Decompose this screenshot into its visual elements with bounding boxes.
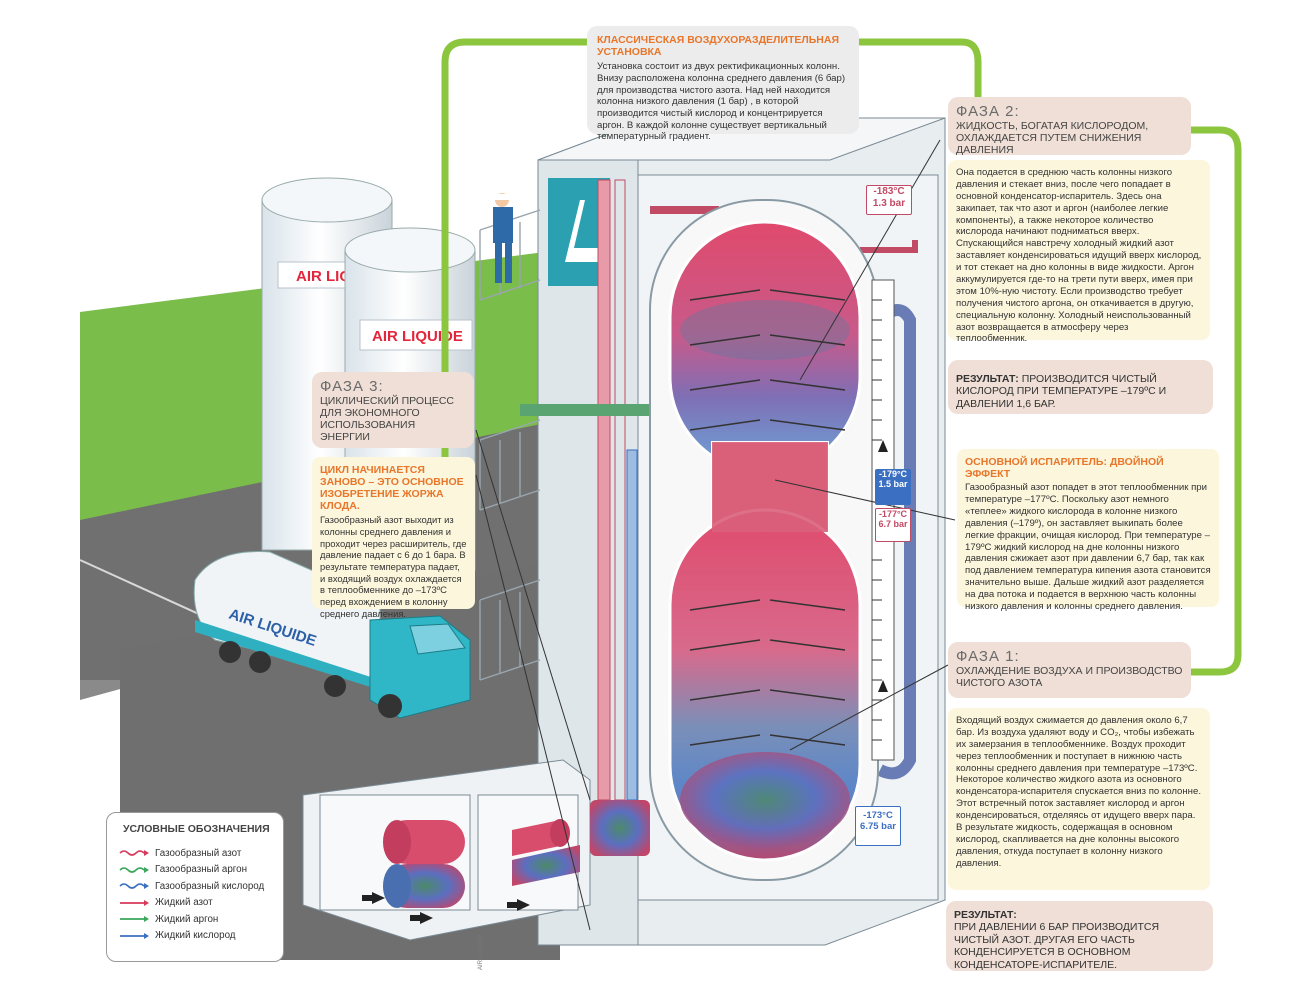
phase1-result-text: ПРИ ДАВЛЕНИИ 6 БАР ПРОИЗВОДИТСЯ ЧИСТЫЙ А… — [954, 921, 1160, 971]
phase3-text: Газообразный азот выходит из колонны сре… — [320, 514, 467, 619]
phase1-subtitle: ОХЛАЖДЕНИЕ ВОЗДУХА И ПРОИЗВОДСТВО ЧИСТОГ… — [956, 665, 1183, 690]
legend-panel: УСЛОВНЫЕ ОБОЗНАЧЕНИЯ Газообразный азот Г… — [106, 812, 284, 962]
phase1-header: ФАЗА 1: ОХЛАЖДЕНИЕ ВОЗДУХА И ПРОИЗВОДСТВ… — [948, 642, 1191, 698]
legend-item: Газообразный аргон — [119, 862, 271, 879]
gauge-top-temp: -183°C — [873, 186, 905, 197]
phase2-result-panel: РЕЗУЛЬТАТ: ПРОИЗВОДИТСЯ ЧИСТЫЙ КИСЛОРОД … — [948, 360, 1213, 414]
tank2-logo-text: AIR LIQUIDE — [372, 328, 463, 345]
phase3-header: ФАЗА 3: ЦИКЛИЧЕСКИЙ ПРОЦЕСС ДЛЯ ЭКОНОМНО… — [312, 372, 474, 448]
wavy-arrow-icon — [119, 866, 149, 873]
heat-exchanger-box — [302, 759, 650, 941]
phase2-result-text: ПРОИЗВОДИТСЯ ЧИСТЫЙ КИСЛОРОД ПРИ ТЕМПЕРА… — [956, 373, 1167, 410]
legend-item-label: Газообразный аргон — [155, 864, 248, 876]
legend-item-label: Жидкий кислород — [155, 930, 236, 942]
legend-item: Газообразный кислород — [119, 878, 271, 895]
phase3-subtitle: ЦИКЛИЧЕСКИЙ ПРОЦЕСС ДЛЯ ЭКОНОМНОГО ИСПОЛ… — [320, 395, 455, 444]
scale-ticks — [872, 299, 882, 741]
phase1-result-label: РЕЗУЛЬТАТ: — [954, 909, 1017, 921]
phase2-subtitle: ЖИДКОСТЬ, БОГАТАЯ КИСЛОРОДОМ, ОХЛАЖДАЕТС… — [956, 120, 1149, 157]
column-trays — [689, 289, 846, 746]
straight-arrow-icon — [120, 916, 149, 923]
wavy-arrow-icon — [119, 850, 149, 857]
gauge-middle-o2-pressure: 1.5 bar — [878, 479, 908, 490]
phase2-header: ФАЗА 2: ЖИДКОСТЬ, БОГАТАЯ КИСЛОРОДОМ, ОХ… — [948, 97, 1191, 157]
gauge-middle-o2-temp: -179°C — [878, 469, 908, 479]
legend-item-label: Жидкий азот — [155, 897, 213, 909]
gauge-bottom-pressure: 6.75 bar — [860, 820, 896, 832]
evaporator-text: Газообразный азот попадет в этот теплооб… — [965, 482, 1211, 613]
phase3-title: ФАЗА 3: — [320, 378, 384, 395]
gauge-middle-n2-pressure: 6.7 bar — [878, 519, 908, 530]
gauge-bottom: -173°C 6.75 bar — [855, 806, 901, 846]
phase2-title: ФАЗА 2: — [956, 103, 1020, 120]
callout-lines — [475, 139, 956, 931]
legend-item: Газообразный азот — [119, 845, 271, 862]
worker-figure — [493, 193, 513, 283]
green-process-loop-right — [1190, 126, 1242, 676]
wavy-arrow-icon — [119, 883, 149, 890]
top-panel-title: КЛАССИЧЕСКАЯ ВОЗДУХОРАЗДЕЛИТЕЛЬНАЯ УСТАН… — [597, 34, 840, 59]
gauge-middle-n2-temp: -177°C — [878, 509, 908, 519]
evaporator-panel: ОСНОВНОЙ ИСПАРИТЕЛЬ: ДВОЙНОЙ ЭФФЕКТ Газо… — [957, 449, 1219, 612]
condenser-inner — [712, 442, 828, 532]
phase1-text-panel: Входящий воздух сжимается до давления ок… — [948, 708, 1210, 890]
company-logo-icon — [565, 200, 600, 262]
phase2-text-panel: Она подается в среднюю часть колонны низ… — [948, 160, 1210, 344]
legend-item: Жидкий азот — [119, 895, 271, 912]
top-info-panel: КЛАССИЧЕСКАЯ ВОЗДУХОРАЗДЕЛИТЕЛЬНАЯ УСТАН… — [587, 26, 859, 142]
legend-item: Жидкий аргон — [119, 911, 271, 928]
gauge-top: -183°C 1.3 bar — [866, 185, 912, 215]
tanker-truck: AIR LIQUIDE — [193, 551, 471, 719]
legend-title: УСЛОВНЫЕ ОБОЗНАЧЕНИЯ — [123, 823, 270, 835]
evaporator-title: ОСНОВНОЙ ИСПАРИТЕЛЬ: ДВОЙНОЙ ЭФФЕКТ — [965, 456, 1164, 481]
phase1-title: ФАЗА 1: — [956, 648, 1020, 665]
legend-item: Жидкий кислород — [119, 928, 271, 945]
phase1-result-panel: РЕЗУЛЬТАТ:ПРИ ДАВЛЕНИИ 6 БАР ПРОИЗВОДИТС… — [946, 901, 1213, 971]
phase2-result-label: РЕЗУЛЬТАТ: — [956, 373, 1019, 385]
phase2-text: Она подается в среднюю часть колонны низ… — [956, 167, 1202, 345]
legend-item-label: Жидкий аргон — [155, 913, 219, 925]
gauge-middle-n2: -177°C 6.7 bar — [875, 508, 911, 542]
phase3-text-panel: ЦИКЛ НАЧИНАЕТСЯ ЗАНОВО – ЭТО ОСНОВНОЕ ИЗ… — [312, 457, 475, 619]
gauge-bottom-temp: -173°C — [863, 810, 893, 821]
straight-arrow-icon — [120, 899, 149, 906]
gauge-top-pressure: 1.3 bar — [872, 197, 906, 209]
legend-item-label: Газообразный азот — [155, 847, 242, 859]
phase3-highlight: ЦИКЛ НАЧИНАЕТСЯ ЗАНОВО – ЭТО ОСНОВНОЕ ИЗ… — [320, 464, 464, 513]
top-panel-text: Установка состоит из двух ректификационн… — [597, 61, 846, 143]
legend-item-label: Газообразный кислород — [155, 880, 265, 892]
gauge-middle-o2: -179°C 1.5 bar — [875, 469, 911, 505]
straight-arrow-icon — [120, 932, 149, 939]
image-credit: AIR LIQUIDE — [478, 934, 484, 970]
phase1-text: Входящий воздух сжимается до давления ок… — [956, 715, 1201, 869]
